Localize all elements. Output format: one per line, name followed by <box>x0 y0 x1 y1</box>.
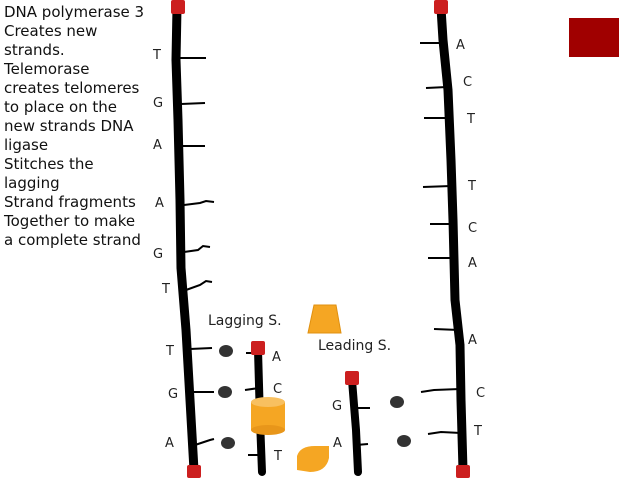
base-label: A <box>456 38 465 53</box>
right-strand-backbone <box>436 3 468 475</box>
base-label: C <box>273 382 283 397</box>
base-label: T <box>162 282 170 297</box>
description-line: lagging <box>4 174 60 192</box>
telomere-cap <box>456 465 470 478</box>
base-label: A <box>272 350 281 365</box>
telomere-cap <box>187 465 201 478</box>
description-line: to place on the <box>4 98 118 116</box>
leading-fragment-backbone <box>348 376 362 476</box>
base-label: A <box>165 436 174 451</box>
telomere-cap <box>434 0 448 14</box>
description-line: ligase <box>4 136 49 154</box>
left-strand-backbone <box>171 3 199 475</box>
description-line: strands. <box>4 41 65 59</box>
description-line: new strands DNA <box>4 117 134 135</box>
base-label: T <box>467 112 475 127</box>
leading-strand-caption: Leading S. <box>318 338 392 354</box>
base-label: G <box>153 96 164 111</box>
description-line: a complete strand <box>4 231 141 249</box>
base-label: A <box>333 436 342 451</box>
description-line: Strand fragments <box>4 193 136 211</box>
telomere-caps <box>171 0 470 478</box>
nucleotide-dot <box>390 396 404 408</box>
description-line: creates telomeres <box>4 79 140 97</box>
right-strand-ticks <box>420 42 462 435</box>
lagging-strand-caption: Lagging S. <box>208 313 282 329</box>
telomere-cap <box>171 0 185 14</box>
base-label: A <box>153 138 162 153</box>
base-label: C <box>476 386 486 401</box>
telomere-cap <box>251 341 265 355</box>
nucleotide-dot <box>219 345 233 357</box>
nucleotide-dot <box>218 386 232 398</box>
telomerase-trapezoid <box>307 304 342 334</box>
nucleotide-dot <box>397 435 411 447</box>
description-line: Creates new <box>4 22 98 40</box>
base-label: T <box>274 449 282 464</box>
left-strand-ticks <box>180 57 215 446</box>
base-label: T <box>153 48 161 63</box>
description-line: Together to make <box>4 212 136 230</box>
base-label: T <box>468 179 476 194</box>
base-label: A <box>155 196 164 211</box>
base-label: G <box>153 247 164 262</box>
base-label: A <box>468 333 477 348</box>
base-label: G <box>168 387 179 402</box>
description-line: Telemorase <box>4 60 90 78</box>
base-label: C <box>468 221 478 236</box>
nucleotide-dot <box>221 437 235 449</box>
base-label: T <box>474 424 482 439</box>
description-line: DNA polymerase 3 <box>4 3 145 21</box>
base-label: C <box>463 75 473 90</box>
polymerase-cylinder <box>251 397 285 435</box>
free-nucleotides <box>218 345 411 449</box>
base-label: G <box>332 399 343 414</box>
base-label: T <box>166 344 174 359</box>
base-label: A <box>468 256 477 271</box>
ligase-shape <box>297 446 329 472</box>
leading-fragment-ticks <box>354 407 370 446</box>
telomere-cap <box>345 371 359 385</box>
description-line: Stitches the <box>4 155 94 173</box>
red-square-swatch <box>569 18 619 57</box>
description-text: DNA polymerase 3 Creates new strands. Te… <box>4 3 154 250</box>
